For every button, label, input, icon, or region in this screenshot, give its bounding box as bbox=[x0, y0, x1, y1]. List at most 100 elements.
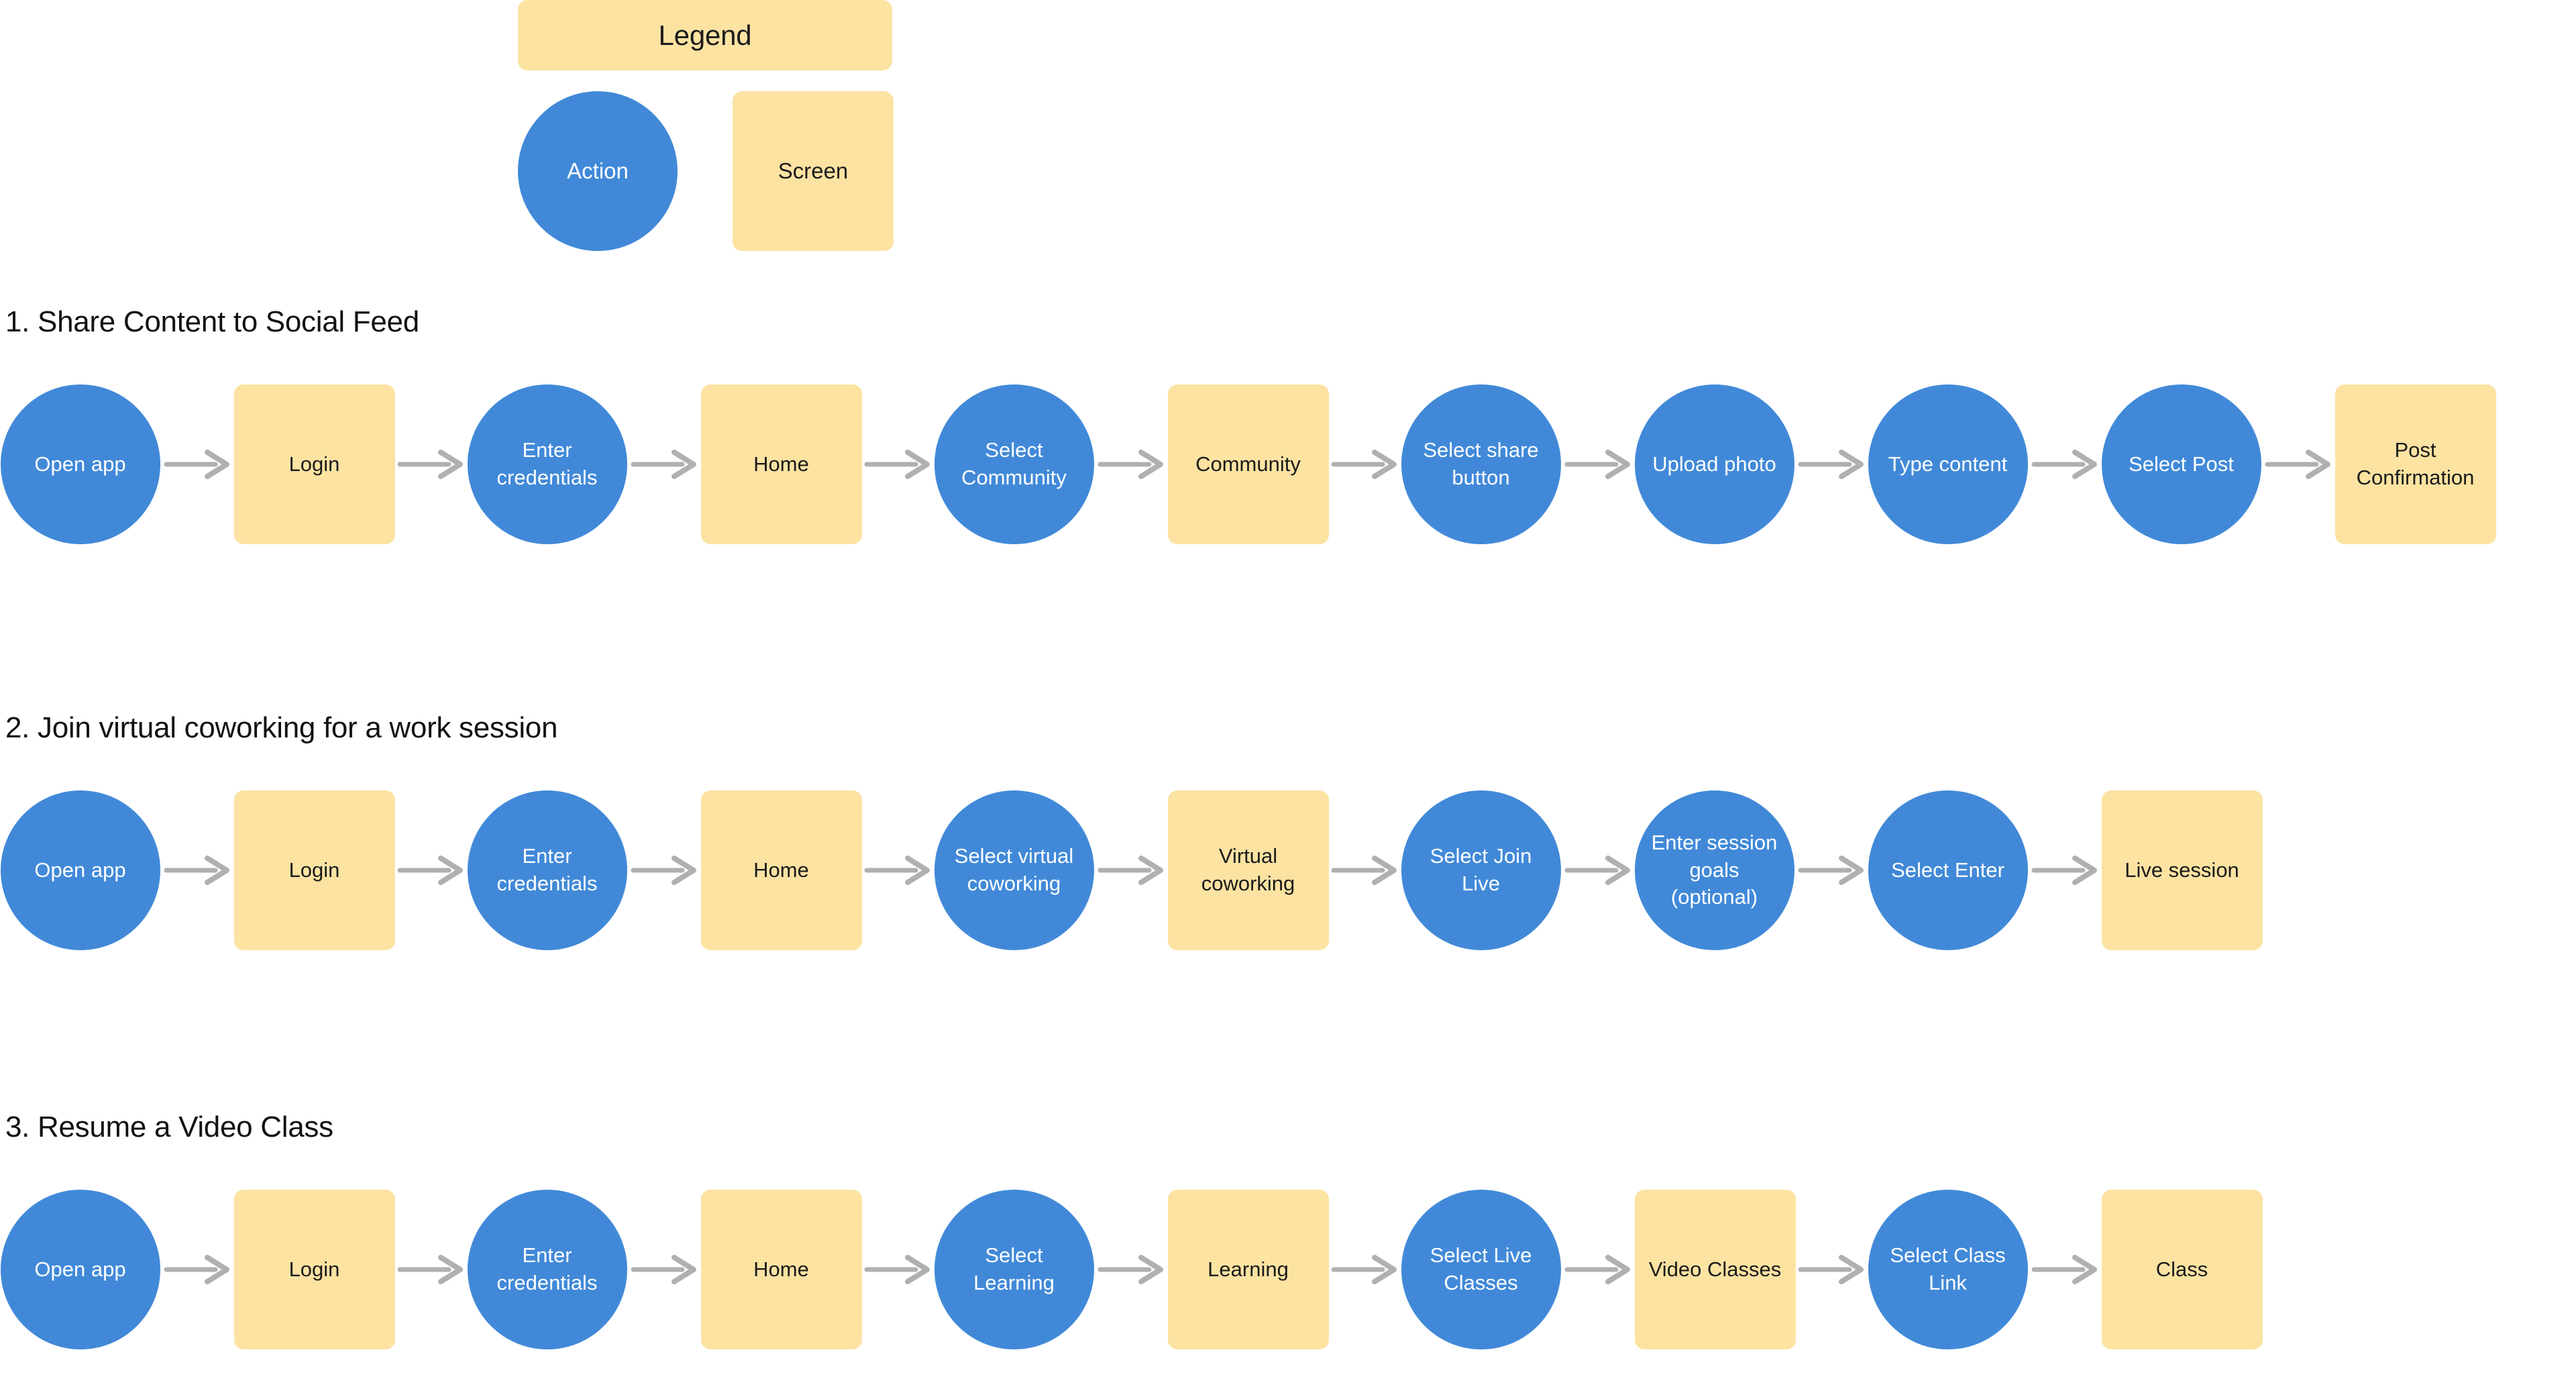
node-label: Select Community bbox=[961, 438, 1067, 489]
legend-title-box: Legend bbox=[518, 0, 892, 70]
node-label: Open app bbox=[34, 858, 126, 882]
legend-title-label: Legend bbox=[658, 19, 752, 51]
action-node[interactable]: Enter session goals (optional) bbox=[1634, 790, 1794, 950]
legend-action-swatch: Action bbox=[518, 91, 678, 251]
screen-node[interactable]: Community bbox=[1167, 384, 1329, 544]
node-label: Home bbox=[753, 858, 809, 882]
node-label: Post Confirmation bbox=[2356, 438, 2475, 489]
legend-action-label: Action bbox=[567, 158, 629, 183]
arrow-connector-icon bbox=[1097, 1254, 1163, 1285]
screen-node[interactable]: Virtual coworking bbox=[1167, 790, 1329, 950]
action-node[interactable]: Enter credentials bbox=[467, 384, 627, 544]
node-label: Select virtual coworking bbox=[954, 844, 1074, 895]
node-label: Login bbox=[288, 452, 340, 476]
node-label: Enter session goals (optional) bbox=[1651, 830, 1778, 909]
flow-title: 3. Resume a Video Class bbox=[5, 1111, 333, 1143]
node-label: Class bbox=[2155, 1257, 2208, 1281]
flow-track: Open app Login Enter credentials Home Select… bbox=[0, 1190, 2576, 1391]
node-label: Home bbox=[753, 1257, 809, 1281]
action-node[interactable]: Select share button bbox=[1401, 384, 1561, 544]
arrow-connector-icon bbox=[1798, 1254, 1864, 1285]
screen-node[interactable]: Home bbox=[700, 384, 862, 544]
action-node[interactable]: Select Class Link bbox=[1868, 1190, 2028, 1349]
node-label: Community bbox=[1195, 452, 1301, 476]
node-label: Enter credentials bbox=[496, 438, 598, 489]
screen-node[interactable]: Post Confirmation bbox=[2334, 384, 2496, 544]
arrow-connector-icon bbox=[864, 449, 930, 480]
arrow-connector-icon bbox=[1331, 855, 1397, 886]
arrow-connector-icon bbox=[864, 855, 930, 886]
arrow-connector-icon bbox=[1331, 449, 1397, 480]
arrow-connector-icon bbox=[1798, 449, 1864, 480]
screen-node[interactable]: Home bbox=[700, 1190, 862, 1349]
action-node[interactable]: Select Community bbox=[934, 384, 1094, 544]
screen-node[interactable]: Home bbox=[700, 790, 862, 950]
arrow-connector-icon bbox=[1564, 1254, 1630, 1285]
arrow-connector-icon bbox=[1564, 449, 1630, 480]
screen-node[interactable]: Learning bbox=[1167, 1190, 1329, 1349]
arrow-connector-icon bbox=[2031, 855, 2097, 886]
action-node[interactable]: Type content bbox=[1868, 384, 2028, 544]
node-label: Open app bbox=[34, 1257, 126, 1281]
arrow-connector-icon bbox=[631, 855, 696, 886]
action-node[interactable]: Open app bbox=[0, 384, 160, 544]
arrow-connector-icon bbox=[397, 449, 463, 480]
node-label: Upload photo bbox=[1652, 452, 1776, 476]
node-label: Virtual coworking bbox=[1201, 844, 1295, 895]
arrow-connector-icon bbox=[1097, 449, 1163, 480]
arrow-connector-icon bbox=[164, 449, 229, 480]
action-node[interactable]: Select Enter bbox=[1868, 790, 2028, 950]
screen-node[interactable]: Login bbox=[233, 384, 395, 544]
legend-screen-swatch: Screen bbox=[733, 91, 894, 251]
node-label: Home bbox=[753, 452, 809, 476]
flow-title: 1. Share Content to Social Feed bbox=[5, 305, 419, 338]
arrow-connector-icon bbox=[397, 855, 463, 886]
arrow-connector-icon bbox=[1097, 855, 1163, 886]
screen-node[interactable]: Login bbox=[233, 790, 395, 950]
action-node[interactable]: Enter credentials bbox=[467, 790, 627, 950]
arrow-connector-icon bbox=[1564, 855, 1630, 886]
screen-node[interactable]: Login bbox=[233, 1190, 395, 1349]
arrow-connector-icon bbox=[164, 855, 229, 886]
action-node[interactable]: Select Live Classes bbox=[1401, 1190, 1561, 1349]
action-node[interactable]: Select virtual coworking bbox=[934, 790, 1094, 950]
screen-node[interactable]: Live session bbox=[2101, 790, 2263, 950]
node-label: Select share button bbox=[1423, 438, 1539, 489]
action-node[interactable]: Open app bbox=[0, 1190, 160, 1349]
flow-track: Open app Login Enter credentials Home Select… bbox=[0, 384, 2576, 586]
node-label: Select Live Classes bbox=[1430, 1243, 1532, 1294]
node-label: Live session bbox=[2125, 858, 2239, 882]
action-node[interactable]: Enter credentials bbox=[467, 1190, 627, 1349]
screen-node[interactable]: Class bbox=[2101, 1190, 2263, 1349]
flow-track: Open app Login Enter credentials Home Select… bbox=[0, 790, 2576, 992]
flow-title: 2. Join virtual coworking for a work ses… bbox=[5, 711, 558, 744]
node-label: Select Learning bbox=[973, 1243, 1055, 1294]
screen-node[interactable]: Video Classes bbox=[1634, 1190, 1796, 1349]
node-label: Video Classes bbox=[1648, 1257, 1782, 1281]
node-label: Open app bbox=[34, 452, 126, 476]
action-node[interactable]: Select Post bbox=[2101, 384, 2261, 544]
arrow-connector-icon bbox=[2031, 1254, 2097, 1285]
arrow-connector-icon bbox=[864, 1254, 930, 1285]
action-node[interactable]: Upload photo bbox=[1634, 384, 1794, 544]
legend-screen-label: Screen bbox=[777, 158, 849, 183]
node-label: Select Class Link bbox=[1890, 1243, 2006, 1294]
node-label: Select Join Live bbox=[1430, 844, 1532, 895]
node-label: Login bbox=[288, 1257, 340, 1281]
action-node[interactable]: Select Learning bbox=[934, 1190, 1094, 1349]
action-node[interactable]: Select Join Live bbox=[1401, 790, 1561, 950]
action-node[interactable]: Open app bbox=[0, 790, 160, 950]
arrow-connector-icon bbox=[2031, 449, 2097, 480]
node-label: Enter credentials bbox=[496, 1243, 598, 1294]
node-label: Enter credentials bbox=[496, 844, 598, 895]
node-label: Login bbox=[288, 858, 340, 882]
node-label: Learning bbox=[1208, 1257, 1289, 1281]
arrow-connector-icon bbox=[1798, 855, 1864, 886]
arrow-connector-icon bbox=[2265, 449, 2330, 480]
node-label: Type content bbox=[1888, 452, 2008, 476]
arrow-connector-icon bbox=[631, 449, 696, 480]
arrow-connector-icon bbox=[397, 1254, 463, 1285]
arrow-connector-icon bbox=[1331, 1254, 1397, 1285]
arrow-connector-icon bbox=[631, 1254, 696, 1285]
node-label: Select Enter bbox=[1891, 858, 2004, 882]
